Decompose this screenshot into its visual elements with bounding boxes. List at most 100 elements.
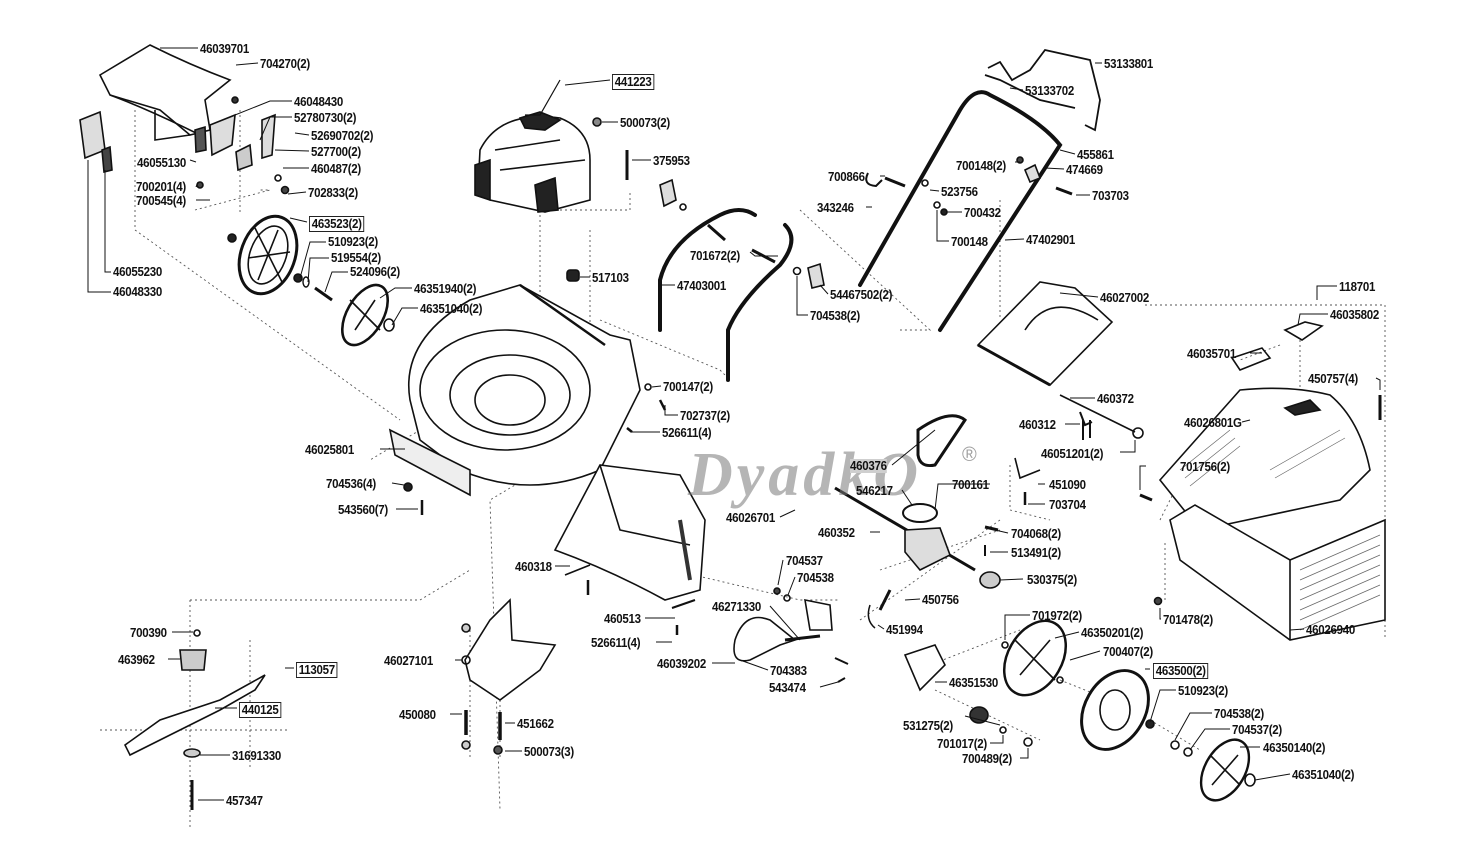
part-label: 53133801 [1104,57,1153,71]
lower-handle-part [658,208,825,382]
part-label: 703703 [1092,189,1129,203]
part-label: 474669 [1066,163,1103,177]
part-label: 700407(2) [1103,645,1153,659]
grass-bag-part [1139,321,1386,641]
part-label: 118701 [1339,280,1376,294]
part-label: 702833(2) [308,186,358,200]
part-label: 517103 [592,271,629,285]
part-label: 451090 [1049,478,1086,492]
engine-part [474,79,687,282]
deck-part [388,283,667,515]
part-label: 450757(4) [1308,372,1358,386]
part-label: 46027002 [1100,291,1149,305]
part-label-assembly: 440125 [239,702,282,718]
part-label-assembly: 463523(2) [309,216,365,232]
part-label: 700545(4) [136,194,186,208]
part-label-assembly: 113057 [296,662,338,678]
part-label: 531275(2) [903,719,953,733]
part-label: 700489(2) [962,752,1012,766]
part-label: 46351040(2) [420,302,483,316]
part-label: 519554(2) [331,251,381,265]
part-label: 460487(2) [311,162,361,176]
part-label: 543560(7) [338,503,388,517]
part-label: 53133702 [1025,84,1074,98]
part-label: 704537 [786,554,823,568]
part-label: 700148(2) [956,159,1006,173]
watermark-registered-mark: ® [962,444,977,466]
part-label: 451662 [517,717,554,731]
part-label-assembly: 441223 [612,74,655,90]
part-label: 704068(2) [1011,527,1061,541]
part-label: 46350201(2) [1081,626,1144,640]
part-label: 524096(2) [350,265,400,279]
part-label: 46351530 [949,676,998,690]
part-label: 375953 [653,154,690,168]
part-label: 700390 [130,626,167,640]
part-label: 700161 [952,478,989,492]
part-label: 704270(2) [260,57,310,71]
part-label: 543474 [769,681,806,695]
rear-cover-part [79,44,290,195]
part-label: 46039202 [657,657,706,671]
part-label: 527700(2) [311,145,361,159]
part-label: 450756 [922,593,959,607]
part-label: 46350140(2) [1263,741,1326,755]
part-label: 523756 [941,185,978,199]
part-label: 46048330 [113,285,162,299]
part-label: 46048430 [294,95,343,109]
part-label: 700148 [951,235,988,249]
part-label: 701972(2) [1032,609,1082,623]
part-label: 46026940 [1306,623,1355,637]
part-label: 700432 [964,206,1001,220]
part-label: 460352 [818,526,855,540]
part-label: 450080 [399,708,436,722]
part-label-assembly: 460376 [850,459,887,473]
part-label: 47403001 [677,279,726,293]
part-label: 46351040(2) [1292,768,1355,782]
part-label: 46055230 [113,265,162,279]
part-label: 455861 [1077,148,1114,162]
part-label: 700866 [828,170,865,184]
part-label: 457347 [226,794,263,808]
part-label: 702737(2) [680,409,730,423]
upper-handle-part [858,48,1101,332]
part-label: 460312 [1019,418,1056,432]
part-label: 704383 [770,664,807,678]
part-label: 46271330 [712,600,761,614]
part-label: 701756(2) [1180,460,1230,474]
part-label: 701478(2) [1163,613,1213,627]
part-label: 704538(2) [810,309,860,323]
part-label: 46039701 [200,42,249,56]
part-label: 343246 [817,201,854,215]
part-label: 451994 [886,623,923,637]
part-label: 54467502(2) [830,288,893,302]
part-label: 460318 [515,560,552,574]
part-label: 700201(4) [136,180,186,194]
part-label: 700147(2) [663,380,713,394]
part-label: 704536(4) [326,477,376,491]
part-label: 513491(2) [1011,546,1061,560]
part-label: 704538(2) [1214,707,1264,721]
part-label: 46027101 [384,654,433,668]
part-label: 52690702(2) [311,129,374,143]
part-label: 46351940(2) [414,282,477,296]
part-label: 704537(2) [1232,723,1282,737]
part-label: 47402901 [1026,233,1075,247]
part-label: 701017(2) [937,737,987,751]
part-label: 46035701 [1187,347,1236,361]
part-label: 526611(4) [591,636,641,650]
mulch-plug-part [461,598,557,755]
part-label: 500073(3) [524,745,574,759]
part-label: 46025801 [305,443,354,457]
part-label: 703704 [1049,498,1086,512]
part-label: 31691330 [232,749,281,763]
part-label: 46035802 [1330,308,1379,322]
watermark: DyadkO [688,441,923,509]
part-label: 500073(2) [620,116,670,130]
part-label: 463962 [118,653,155,667]
part-label-assembly: 463500(2) [1153,663,1209,679]
part-label: 46055130 [137,156,186,170]
part-label: 546217 [856,484,893,498]
